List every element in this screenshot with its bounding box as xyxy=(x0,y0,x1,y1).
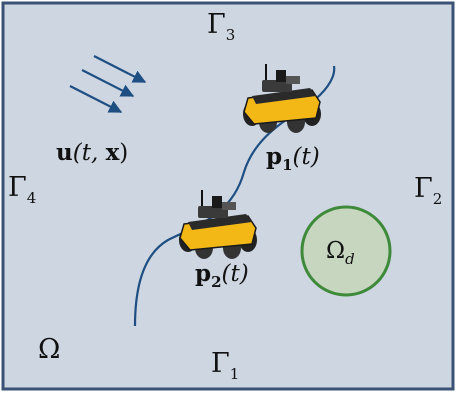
target-region xyxy=(300,205,392,297)
flow-arrow xyxy=(69,85,123,113)
boundary-label-left: Γ4 xyxy=(8,172,36,207)
boundary-label-top: Γ3 xyxy=(207,9,235,44)
target-label: Ωd xyxy=(326,238,355,268)
flow-arrows-icon xyxy=(69,55,147,113)
flow-arrow xyxy=(93,55,147,83)
domain-label: Ω xyxy=(38,334,60,365)
flow-arrow xyxy=(81,69,135,97)
flow-field-label: u(t, x) xyxy=(56,139,128,166)
robot1-position-label: p1(t) xyxy=(266,143,320,174)
boundary-label-bottom: Γ1 xyxy=(211,348,239,383)
boundary-label-right: Γ2 xyxy=(414,173,442,208)
trajectory-curve xyxy=(133,65,336,327)
robot2-position-label: p2(t) xyxy=(195,260,249,291)
